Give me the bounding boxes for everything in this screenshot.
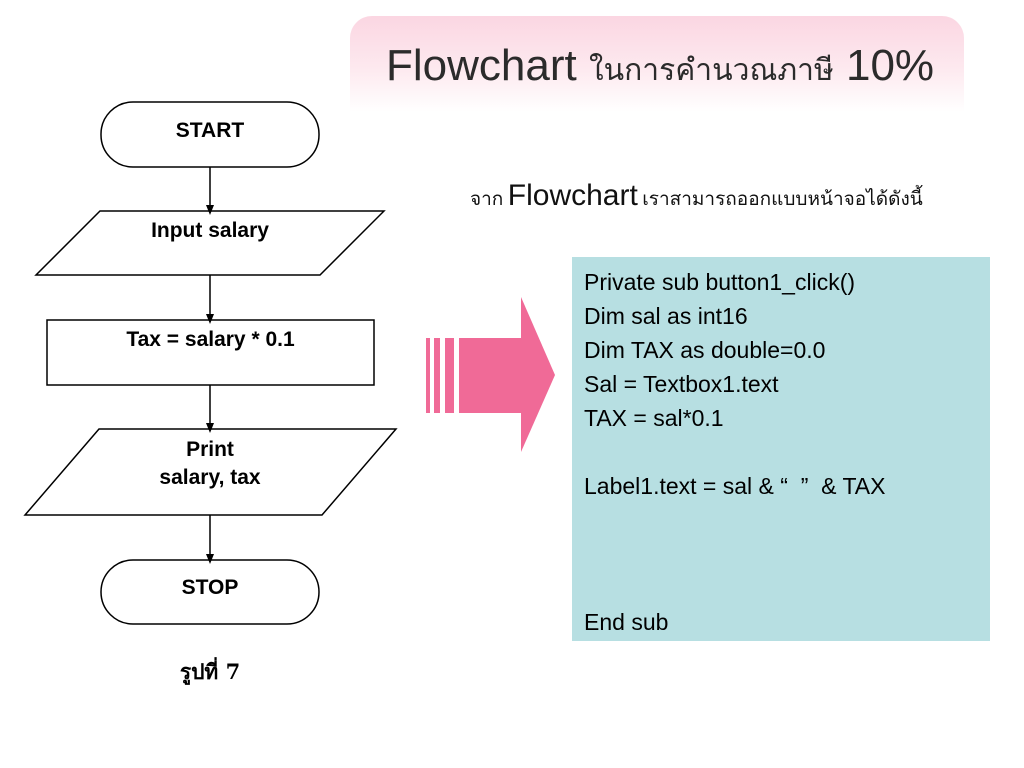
code-line: Dim TAX as double=0.0 [584, 337, 826, 363]
slide-title: Flowchart ในการคำนวณภาษี 10% [386, 38, 946, 99]
code-line [584, 571, 978, 605]
code-panel: Private sub button1_click() Dim sal as i… [572, 257, 990, 641]
code-line [584, 435, 978, 469]
code-line [584, 503, 978, 537]
process-label: Tax = salary * 0.1 [126, 328, 295, 351]
title-suffix: 10% [845, 41, 935, 90]
figure-caption: รูปที่ 7 [179, 659, 241, 684]
code-line: TAX = sal*0.1 [584, 405, 724, 431]
input-parallelogram [34, 210, 386, 276]
output-label: Print salary, tax [159, 438, 261, 489]
subtitle-flowchart-word: Flowchart [507, 179, 638, 212]
subtitle-suffix: เราสามารถออกแบบหน้าจอได้ดังนี้ [642, 188, 923, 210]
subtitle-prefix: จาก [470, 188, 504, 210]
input-label: Input salary [151, 219, 269, 242]
start-label: START [175, 119, 245, 142]
title-prefix: Flowchart [386, 41, 577, 90]
code-line: Label1.text = sal & “ ” & TAX [584, 473, 886, 499]
title-thai: ในการคำนวณภาษี [588, 53, 834, 88]
subtitle: จาก Flowchart เราสามารถออกแบบหน้าจอได้ดั… [470, 176, 1000, 221]
stop-label: STOP [181, 576, 239, 599]
code-line: Sal = Textbox1.text [584, 371, 779, 397]
pink-right-arrow-icon [426, 297, 555, 452]
output-parallelogram [23, 428, 398, 516]
title-banner [350, 16, 964, 112]
code-line [584, 537, 978, 571]
code-line: Private sub button1_click() [584, 269, 856, 295]
code-line: Dim sal as int16 [584, 303, 748, 329]
code-line: End sub [584, 609, 669, 635]
